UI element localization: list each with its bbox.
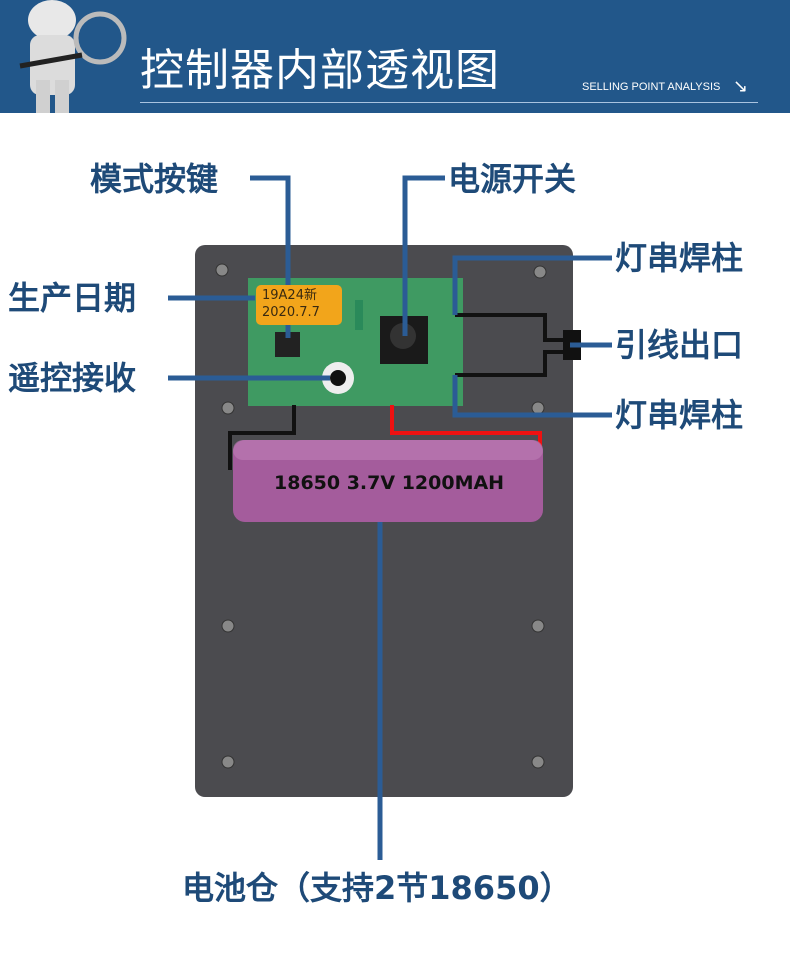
callout-light-post-top: 灯串焊柱: [615, 239, 744, 277]
battery: [233, 440, 543, 522]
arrow-down-right-icon: ↘: [733, 76, 749, 97]
callout-battery-compartment: 电池仓（支持2节18650）: [182, 869, 572, 907]
callout-remote-receiver: 遥控接收: [8, 359, 137, 397]
date-sticker: 19A24新 2020.7.7: [256, 285, 342, 325]
callout-power-switch: 电源开关: [448, 160, 577, 198]
callout-mode-button: 模式按键: [90, 160, 219, 198]
battery-label: 18650 3.7V 1200MAH: [274, 472, 505, 494]
callout-production-date: 生产日期: [8, 279, 137, 317]
page-title: 控制器内部透视图: [140, 45, 500, 96]
sticker-date: 2020.7.7: [262, 305, 320, 320]
leader-lines: [168, 175, 612, 860]
screw-icons: [215, 263, 547, 769]
sticker-code: 19A24新: [262, 288, 317, 303]
header-banner: 控制器内部透视图 SELLING POINT ANALYSIS ↘: [0, 0, 790, 113]
header-divider: [140, 102, 758, 103]
callout-lead-outlet: 引线出口: [615, 326, 744, 364]
callout-light-post-bottom: 灯串焊柱: [615, 396, 744, 434]
magnifier-figure-icon: [19, 0, 127, 113]
page-subtitle: SELLING POINT ANALYSIS: [582, 81, 721, 93]
